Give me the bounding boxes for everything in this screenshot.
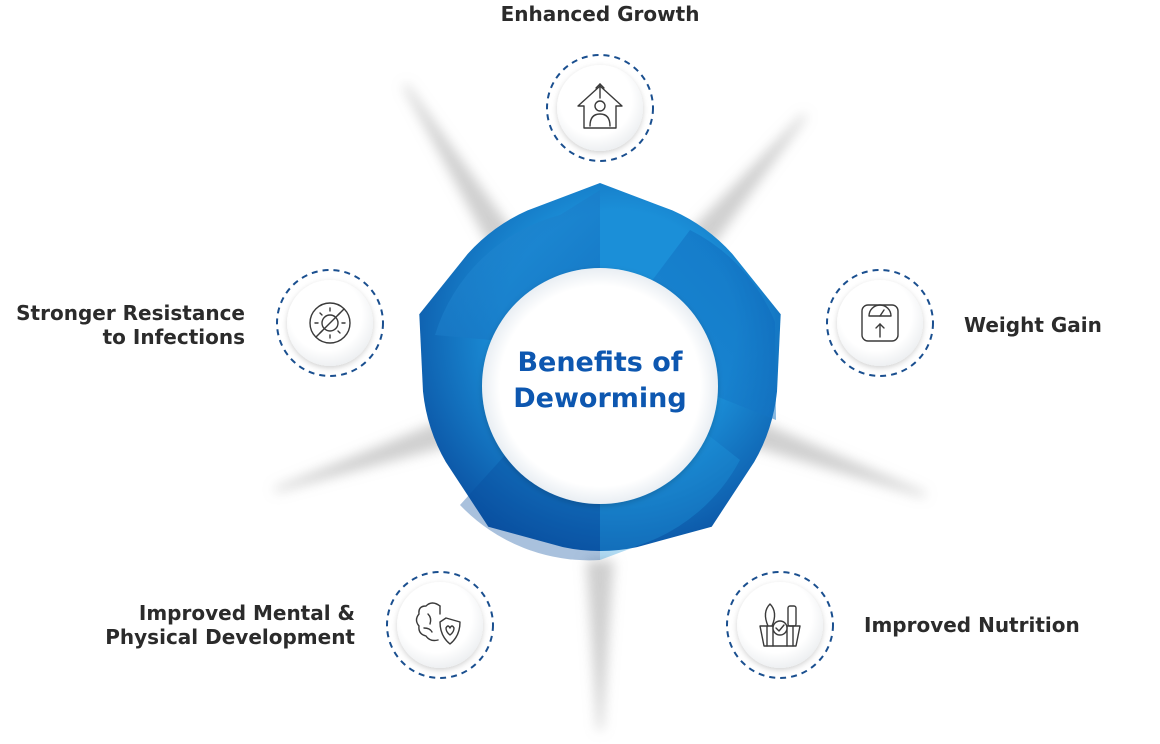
stronger-resistance-badge	[276, 269, 384, 377]
center-ring	[419, 183, 781, 561]
label-line: Physical Development	[105, 625, 355, 649]
label-line: to Infections	[102, 325, 245, 349]
diagram-title: Benefits of Deworming	[485, 345, 715, 417]
food-basket-icon	[759, 603, 801, 647]
label-line: Improved Mental &	[138, 601, 355, 625]
label-line: Stronger Resistance	[16, 301, 245, 325]
label-mental-physical: Improved Mental & Physical Development	[60, 601, 355, 649]
label-weight-gain: Weight Gain	[964, 313, 1102, 337]
label-improved-nutrition: Improved Nutrition	[864, 613, 1080, 637]
light-ray	[403, 83, 514, 248]
brain-shield-icon	[415, 602, 461, 645]
no-virus-icon	[309, 302, 351, 344]
light-ray	[274, 416, 460, 492]
light-rays	[274, 83, 926, 730]
label-stronger-resistance: Stronger Resistance to Infections	[0, 301, 245, 349]
label-line: Weight Gain	[964, 313, 1102, 337]
enhanced-growth-badge	[546, 54, 654, 162]
light-ray	[586, 560, 614, 730]
light-ray	[689, 113, 807, 249]
light-ray	[740, 416, 926, 497]
title-line-1: Benefits of	[517, 347, 683, 378]
title-line-2: Deworming	[513, 383, 687, 414]
label-line: Enhanced Growth	[500, 2, 700, 26]
growth-person-icon	[577, 83, 623, 129]
label-enhanced-growth: Enhanced Growth	[440, 2, 760, 26]
center-disc	[482, 268, 718, 504]
mental-physical-badge	[386, 571, 494, 679]
improved-nutrition-badge	[726, 571, 834, 679]
label-line: Improved Nutrition	[864, 613, 1080, 637]
weighing-scale-icon	[861, 304, 899, 342]
weight-gain-badge	[826, 269, 934, 377]
